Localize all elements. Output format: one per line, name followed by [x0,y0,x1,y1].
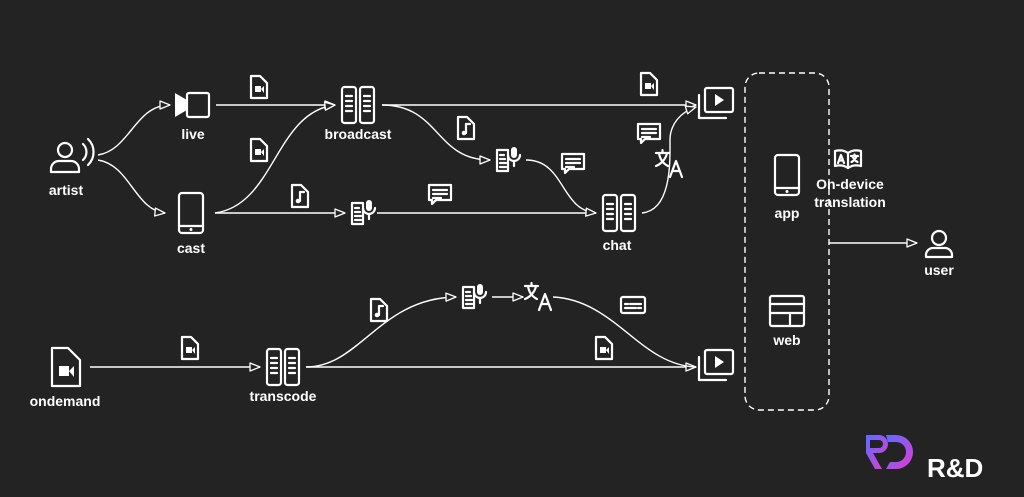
chat-bubble-icon [427,183,453,206]
smartphone-icon [177,191,205,235]
server-icon [601,193,637,233]
on-device-label-line2: translation [814,194,886,210]
server-icon [265,347,301,387]
artist-label: artist [49,182,84,198]
web-label: web [772,332,800,348]
audio-file-icon [456,115,476,141]
edge-artist-cast [97,159,166,217]
on-device-label-line1: On-device [816,176,884,192]
video-file-icon [249,74,269,100]
edge-cast-broadcast [214,101,336,214]
user-icon [924,229,954,259]
chat-bubble-icon [636,122,662,145]
video-file-icon [180,335,200,361]
speech-to-text-icon [461,282,488,310]
video-file-icon [639,71,659,97]
edge-transcode-stt3 [305,292,457,368]
devices-frame [744,72,830,411]
video-file-icon [594,335,614,361]
edge-chat-player [641,105,697,214]
speech-to-text-icon [495,145,522,173]
smartphone-icon [773,153,801,197]
user-label: user [924,262,954,278]
brand-logo [866,435,913,469]
speaking-person-icon [49,137,95,174]
edge-translate-player [552,296,697,368]
brand-text: R&D [927,453,983,483]
edge-stt2-chat [525,159,597,217]
broadcast-label: broadcast [325,126,392,142]
cast-label: cast [177,240,205,256]
speech-to-text-icon [350,198,377,226]
server-icon [340,85,376,125]
video-camera-icon [175,91,211,119]
edge-artist-live [97,100,171,156]
connectors [90,100,918,372]
chat-bubble-icon [560,152,586,175]
video-file-icon [50,346,82,388]
video-file-icon [249,137,269,163]
browser-window-icon [768,294,806,328]
translate-book-icon [833,149,863,170]
audio-file-icon [290,183,310,209]
audio-file-icon [369,297,389,323]
translate-icon [523,281,553,312]
chat-label: chat [603,237,632,253]
video-library-icon [697,86,735,120]
ondemand-label: ondemand [30,393,101,409]
subtitles-icon [619,295,647,315]
live-label: live [181,126,205,142]
edge-broadcast-stt2 [381,104,491,165]
video-library-icon [697,348,735,382]
app-label: app [775,205,800,221]
transcode-label: transcode [250,388,317,404]
